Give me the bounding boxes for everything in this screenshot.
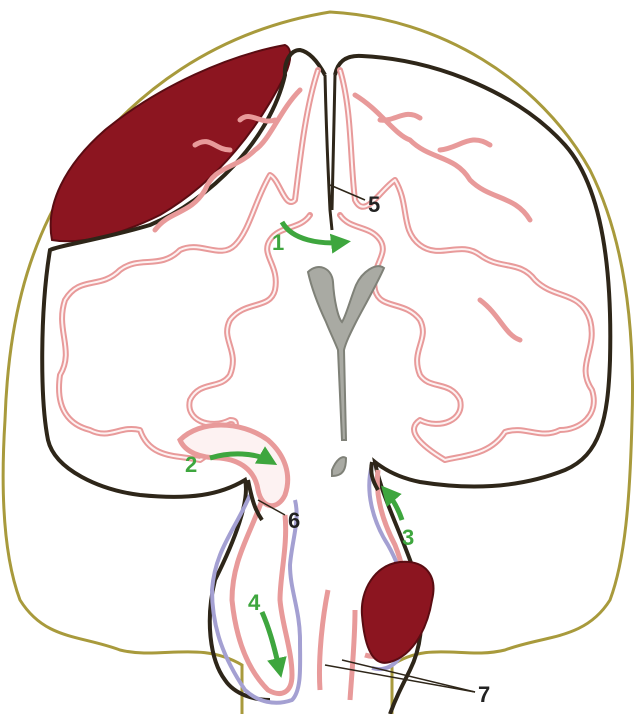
callout-label-5: 5 bbox=[368, 192, 380, 217]
third-ventricle-fragment bbox=[332, 457, 346, 476]
lateral-ventricles bbox=[308, 266, 384, 440]
skull-outline bbox=[3, 12, 632, 714]
callout-7-line-b bbox=[342, 660, 475, 692]
posterior-fossa-hematoma bbox=[362, 562, 434, 663]
arrow-label-4: 4 bbox=[248, 590, 261, 615]
arrow-label-2: 2 bbox=[185, 452, 197, 477]
arrow-4-shape bbox=[262, 612, 280, 672]
callout-5-line bbox=[330, 185, 365, 200]
callout-label-6: 6 bbox=[288, 508, 300, 533]
central-brainstem bbox=[319, 590, 355, 700]
callout-label-7: 7 bbox=[478, 682, 490, 707]
right-cortex-inner bbox=[340, 70, 594, 460]
arrow-label-1: 1 bbox=[272, 230, 284, 255]
falx-cerebri bbox=[325, 75, 335, 230]
arrow-label-3: 3 bbox=[402, 525, 414, 550]
